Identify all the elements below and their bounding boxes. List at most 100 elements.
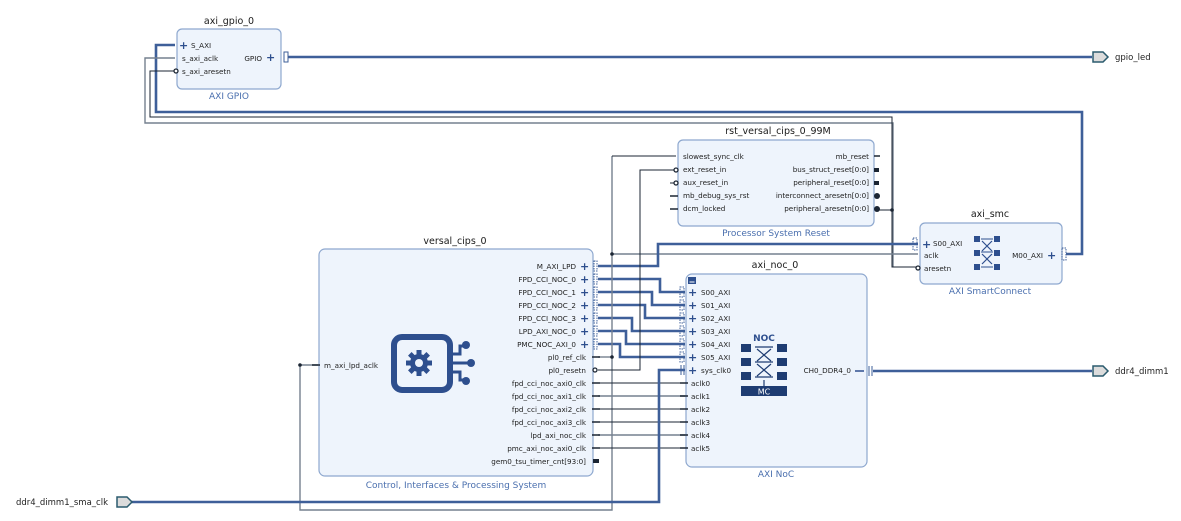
pin-dcm-locked[interactable]: dcm_locked bbox=[683, 204, 725, 213]
pin-ext-reset-in[interactable]: ext_reset_in bbox=[683, 165, 726, 174]
pin-fpd-cci-noc-axi1-clk[interactable]: fpd_cci_noc_axi1_clk bbox=[512, 392, 587, 401]
plus-icon: + bbox=[580, 260, 589, 273]
pin-pmc-noc-axi-0[interactable]: PMC_NOC_AXI_0 bbox=[517, 340, 576, 349]
block-axi-gpio[interactable]: axi_gpio_0 + S_AXI s_axi_aclk s_axi_ares… bbox=[173, 16, 289, 102]
pin-aux-reset-in[interactable]: aux_reset_in bbox=[683, 178, 728, 187]
pin-sys-clk0[interactable]: sys_clk0 bbox=[701, 366, 731, 375]
net-smc-aresetn[interactable] bbox=[891, 210, 918, 268]
bus-connector-icon bbox=[679, 312, 685, 324]
pin-fpd-cci-noc-0[interactable]: FPD_CCI_NOC_0 bbox=[518, 275, 576, 284]
bus-connector-icon bbox=[679, 299, 685, 311]
pin-fpd-cci-noc-2[interactable]: FPD_CCI_NOC_2 bbox=[518, 301, 576, 310]
pin-mb-reset[interactable]: mb_reset bbox=[836, 152, 870, 161]
output-port-icon bbox=[1092, 51, 1110, 63]
block-axi-smartconnect[interactable]: axi_smc + S00_AXI aclk aresetn M00_AXI +… bbox=[912, 209, 1067, 297]
noc-left-pins: S00_AXI+S01_AXI+S02_AXI+S03_AXI+S04_AXI+… bbox=[679, 286, 731, 453]
pin-peripheral-reset[interactable]: peripheral_reset[0:0] bbox=[793, 178, 869, 187]
pin-aclk5[interactable]: aclk5 bbox=[691, 444, 710, 453]
net-fpd-cci-noc-1[interactable] bbox=[598, 290, 685, 307]
pin-aresetn[interactable]: aresetn bbox=[924, 264, 951, 273]
pin-s03-axi[interactable]: S03_AXI bbox=[701, 327, 730, 336]
net-lpd-axi-noc-0[interactable] bbox=[598, 329, 685, 346]
net-fpd-cci-noc-2[interactable] bbox=[598, 303, 685, 320]
pin-peripheral-aresetn[interactable]: peripheral_aresetn[0:0] bbox=[784, 204, 869, 213]
pin-lpd-axi-noc-clk[interactable]: lpd_axi_noc_clk bbox=[530, 431, 586, 440]
pin-s01-axi[interactable]: S01_AXI bbox=[701, 301, 730, 310]
pin-pl0-ref-clk[interactable]: pl0_ref_clk bbox=[548, 353, 587, 362]
left-pins: slowest_sync_clk ext_reset_in aux_reset_… bbox=[670, 152, 749, 213]
plus-icon: + bbox=[922, 238, 931, 251]
pin-s-axi-aresetn[interactable]: s_axi_aresetn bbox=[182, 67, 231, 76]
plus-icon: + bbox=[688, 325, 697, 338]
pin-interconnect-aresetn[interactable]: interconnect_aresetn[0:0] bbox=[776, 191, 869, 200]
pin-aclk3[interactable]: aclk3 bbox=[691, 418, 710, 427]
block-instance-name: axi_smc bbox=[971, 209, 1009, 220]
pin-slowest-sync-clk[interactable]: slowest_sync_clk bbox=[683, 152, 745, 161]
pin-m00-axi[interactable]: M00_AXI bbox=[1012, 251, 1043, 260]
pin-pl0-resetn[interactable]: pl0_resetn bbox=[549, 366, 587, 375]
block-subtitle: Control, Interfaces & Processing System bbox=[366, 481, 546, 491]
pin-aclk4[interactable]: aclk4 bbox=[691, 431, 711, 440]
block-subtitle: AXI SmartConnect bbox=[949, 287, 1032, 297]
block-proc-sys-reset[interactable]: rst_versal_cips_0_99M slowest_sync_clk e… bbox=[670, 126, 880, 239]
net-pl0-resetn[interactable] bbox=[598, 169, 676, 371]
bus-connector-icon bbox=[679, 325, 685, 337]
pin-fpd-cci-noc-axi0-clk[interactable]: fpd_cci_noc_axi0_clk bbox=[512, 379, 587, 388]
bus-connector-icon bbox=[593, 286, 598, 298]
pin-fpd-cci-noc-1[interactable]: FPD_CCI_NOC_1 bbox=[518, 288, 576, 297]
noc-icon-label: NOC bbox=[753, 334, 775, 344]
pin-aclk1[interactable]: aclk1 bbox=[691, 392, 710, 401]
pin-gpio[interactable]: GPIO bbox=[244, 54, 262, 63]
pin-aclk0[interactable]: aclk0 bbox=[691, 379, 711, 388]
pin-s05-axi[interactable]: S05_AXI bbox=[701, 353, 730, 362]
net-maxi-lpd[interactable] bbox=[598, 242, 918, 268]
pin-lpd-axi-noc-0[interactable]: LPD_AXI_NOC_0 bbox=[519, 327, 577, 336]
pin-gem0-tsu-timer-cnt-93-0[interactable]: gem0_tsu_timer_cnt[93:0] bbox=[491, 457, 586, 466]
port-ddr4-dimm1[interactable]: ddr4_dimm1 bbox=[1092, 365, 1169, 377]
bus-connector-icon bbox=[593, 273, 598, 285]
pin-mb-debug-sys-rst[interactable]: mb_debug_sys_rst bbox=[683, 191, 749, 200]
net-pmc-noc-axi-0[interactable] bbox=[598, 342, 685, 359]
pin-fpd-cci-noc-3[interactable]: FPD_CCI_NOC_3 bbox=[518, 314, 576, 323]
pin-pmc-axi-noc-axi0-clk[interactable]: pmc_axi_noc_axi0_clk bbox=[507, 444, 587, 453]
port-ddr4-dimm1-sma-clk[interactable]: ddr4_dimm1_sma_clk bbox=[16, 496, 134, 508]
net-clock-trunk[interactable] bbox=[299, 156, 613, 511]
pin-s04-axi[interactable]: S04_AXI bbox=[701, 340, 730, 349]
pin-s-axi-aclk[interactable]: s_axi_aclk bbox=[182, 54, 219, 63]
block-axi-noc[interactable]: axi_noc_0 S00_AXI + S01_AXI + S02_AXI + S03_AX… bbox=[679, 260, 873, 480]
pin-aclk[interactable]: aclk bbox=[924, 251, 939, 260]
pin-fpd-cci-noc-axi3-clk[interactable]: fpd_cci_noc_axi3_clk bbox=[512, 418, 587, 427]
port-label: ddr4_dimm1_sma_clk bbox=[16, 498, 108, 508]
pin-m-axi-lpd-aclk[interactable]: m_axi_lpd_aclk bbox=[324, 361, 379, 370]
block-subtitle: AXI GPIO bbox=[209, 92, 249, 102]
pin-s00-axi[interactable]: S00_AXI bbox=[933, 239, 962, 248]
net-gpio-aclk[interactable] bbox=[144, 57, 894, 267]
net-fpd-cci-noc-0[interactable] bbox=[598, 277, 685, 294]
pin-s00-axi[interactable]: S00_AXI bbox=[701, 288, 730, 297]
net-smc-to-gpio-saxi[interactable] bbox=[154, 43, 1084, 256]
processor-chip-icon bbox=[391, 334, 475, 393]
block-instance-name: rst_versal_cips_0_99M bbox=[725, 126, 831, 137]
port-gpio-led[interactable]: gpio_led bbox=[1092, 51, 1151, 63]
plus-icon: + bbox=[688, 286, 697, 299]
plus-icon: + bbox=[580, 273, 589, 286]
net-fpd-cci-noc-3[interactable] bbox=[598, 316, 685, 333]
pin-s-axi[interactable]: S_AXI bbox=[191, 41, 211, 50]
block-instance-name: axi_noc_0 bbox=[752, 260, 799, 271]
pin-m-axi-lpd[interactable]: M_AXI_LPD bbox=[537, 262, 577, 271]
block-subtitle: Processor System Reset bbox=[722, 229, 830, 239]
net-sys-clk[interactable] bbox=[130, 368, 685, 504]
block-versal-cips[interactable]: versal_cips_0 m_axi_lpd_aclk M_AXI_LPD+F… bbox=[312, 236, 600, 491]
pin-ch0-ddr4-0[interactable]: CH0_DDR4_0 bbox=[804, 366, 852, 375]
plus-icon: + bbox=[179, 39, 188, 52]
net-peripheral-aresetn[interactable] bbox=[149, 70, 893, 211]
pin-fpd-cci-noc-axi2-clk[interactable]: fpd_cci_noc_axi2_clk bbox=[512, 405, 587, 414]
bus-pin-icon bbox=[593, 459, 599, 463]
pin-s02-axi[interactable]: S02_AXI bbox=[701, 314, 730, 323]
bus-connector-icon bbox=[593, 338, 598, 350]
pin-bus-struct-reset[interactable]: bus_struct_reset[0:0] bbox=[793, 165, 869, 174]
collapse-icon[interactable] bbox=[688, 277, 696, 284]
pin-aclk2[interactable]: aclk2 bbox=[691, 405, 710, 414]
plus-icon: + bbox=[688, 312, 697, 325]
